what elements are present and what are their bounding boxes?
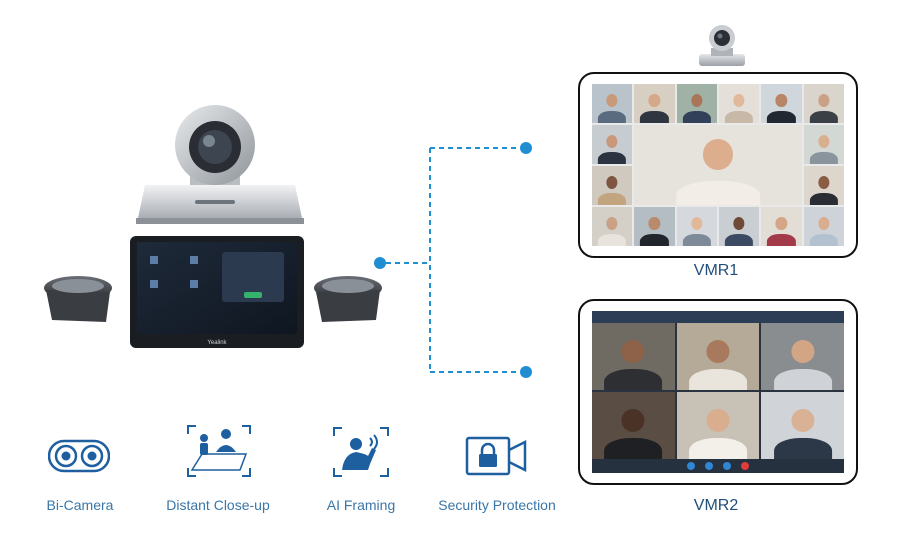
video-tile xyxy=(676,392,760,459)
vmr1-video-grid xyxy=(592,84,844,246)
video-tile xyxy=(676,207,717,246)
vmr2-call-controls xyxy=(592,459,844,473)
video-tile xyxy=(634,84,675,123)
share-button[interactable] xyxy=(723,462,731,470)
vmr1-label: VMR1 xyxy=(693,262,739,279)
video-tile xyxy=(592,125,633,164)
video-tile xyxy=(718,84,760,123)
video-tile xyxy=(803,166,844,205)
vmr2-video-grid xyxy=(592,323,844,459)
video-tile xyxy=(676,84,717,123)
mic-button[interactable] xyxy=(687,462,695,470)
conference-system-illustration: Yealink xyxy=(44,105,382,348)
small-camera-icon xyxy=(699,25,745,66)
video-tile xyxy=(592,323,675,390)
ptz-camera-icon xyxy=(175,105,255,200)
video-tile xyxy=(761,323,844,390)
video-tile xyxy=(592,207,633,246)
connector-end-dot-vmr1 xyxy=(520,142,532,154)
video-tile xyxy=(761,84,802,123)
video-tile xyxy=(634,207,675,246)
hang-up-button[interactable] xyxy=(741,462,749,470)
vmr2-screen xyxy=(592,311,844,473)
video-tile xyxy=(761,392,844,459)
video-tile xyxy=(592,84,633,123)
video-tile xyxy=(803,125,844,164)
feature-label-ai-framing: AI Framing xyxy=(326,497,396,513)
video-tile xyxy=(592,392,675,459)
vmr2-monitor xyxy=(578,299,858,485)
codec-unit-icon xyxy=(136,185,304,224)
feature-label-distant-close-up: Distant Close-up xyxy=(166,497,270,513)
video-tile xyxy=(761,207,802,246)
vmr1-monitor xyxy=(578,72,858,258)
video-tile xyxy=(592,166,633,205)
video-tile xyxy=(676,323,760,390)
vmr1-screen xyxy=(592,84,844,246)
right-microphone-pod-icon xyxy=(314,276,382,322)
feature-label-bi-camera: Bi-Camera xyxy=(46,497,114,513)
bi-camera-icon xyxy=(48,439,110,473)
camera-button[interactable] xyxy=(705,462,713,470)
brand-logo: Yealink xyxy=(207,340,227,346)
left-microphone-pod-icon xyxy=(44,276,112,322)
touch-panel-icon: Yealink xyxy=(130,236,304,348)
video-tile xyxy=(718,207,760,246)
video-tile-active-speaker xyxy=(634,125,802,205)
video-tile xyxy=(803,207,844,246)
security-protection-icon xyxy=(465,436,527,476)
vmr2-top-bar xyxy=(592,311,844,323)
distant-close-up-icon xyxy=(187,425,251,477)
video-tile xyxy=(803,84,844,123)
ai-framing-icon xyxy=(333,427,389,477)
vmr2-label: VMR2 xyxy=(693,497,739,514)
connector-start-dot xyxy=(374,257,386,269)
feature-label-security-protection: Security Protection xyxy=(438,497,556,513)
connector-end-dot-vmr2 xyxy=(520,366,532,378)
